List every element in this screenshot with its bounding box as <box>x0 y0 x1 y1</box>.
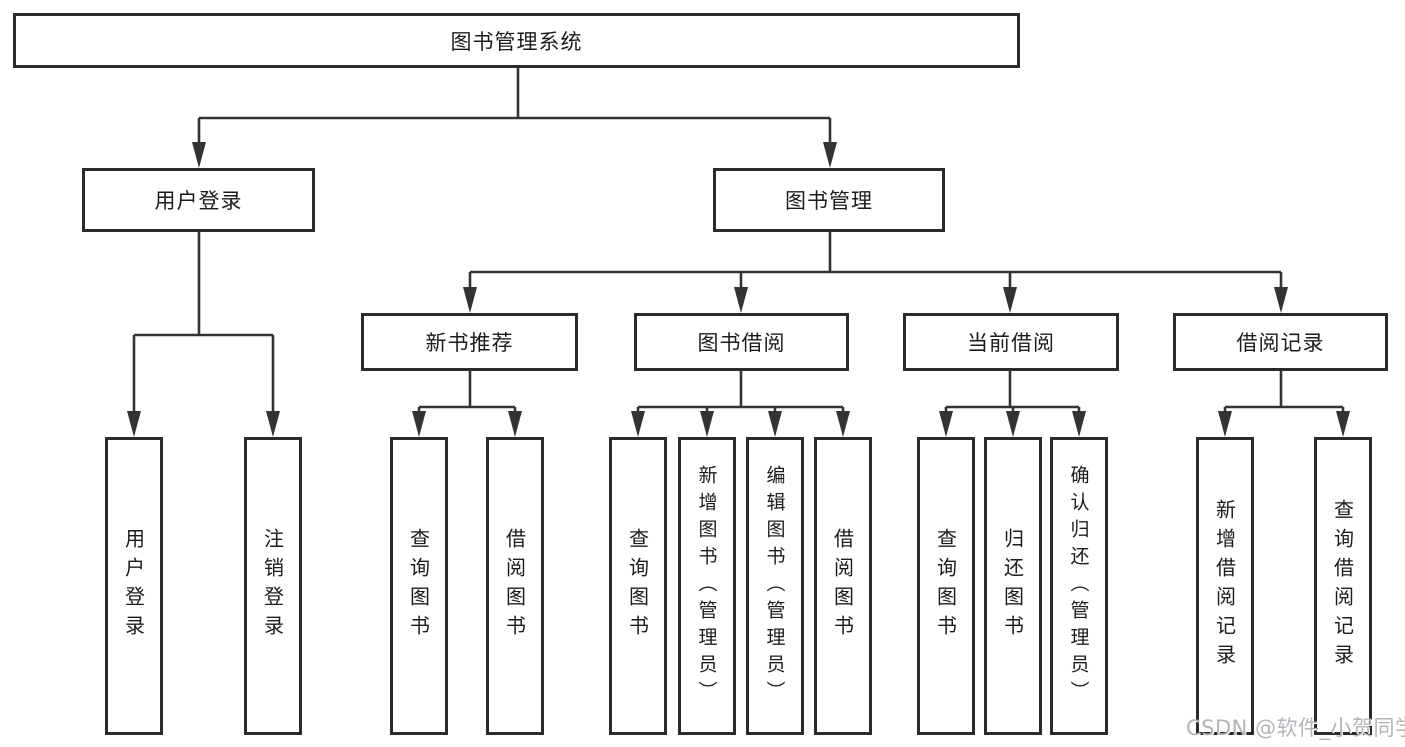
node-book-management: 图书管理 <box>713 168 945 232</box>
leaf-confirm-return-admin: 确认归还（管理员） <box>1050 437 1108 735</box>
leaf-return-books: 归还图书 <box>984 437 1042 735</box>
leaf-edit-books-admin: 编辑图书（管理员） <box>746 437 804 735</box>
node-borrowing-records: 借阅记录 <box>1173 313 1388 371</box>
leaf-user-login: 用户登录 <box>105 437 163 735</box>
arrowheads <box>127 142 1350 437</box>
node-current-borrowing: 当前借阅 <box>903 313 1119 371</box>
leaf-query-books-borrowing: 查询图书 <box>609 437 667 735</box>
leaf-logout: 注销登录 <box>244 437 302 735</box>
node-library-management-system: 图书管理系统 <box>13 13 1020 68</box>
leaf-add-borrow-record: 新增借阅记录 <box>1196 437 1254 735</box>
node-book-borrowing: 图书借阅 <box>634 313 849 371</box>
node-user-login: 用户登录 <box>82 168 315 232</box>
leaf-query-books-recommend: 查询图书 <box>390 437 448 735</box>
leaf-query-books-current: 查询图书 <box>917 437 975 735</box>
leaf-borrow-books-recommend: 借阅图书 <box>486 437 544 735</box>
node-new-book-recommend: 新书推荐 <box>361 313 578 371</box>
leaf-add-books-admin: 新增图书（管理员） <box>678 437 736 735</box>
leaf-borrow-books: 借阅图书 <box>814 437 872 735</box>
leaf-query-borrow-record: 查询借阅记录 <box>1314 437 1372 735</box>
csdn-watermark: CSDN @软件_小贺同学 <box>1186 716 1405 740</box>
